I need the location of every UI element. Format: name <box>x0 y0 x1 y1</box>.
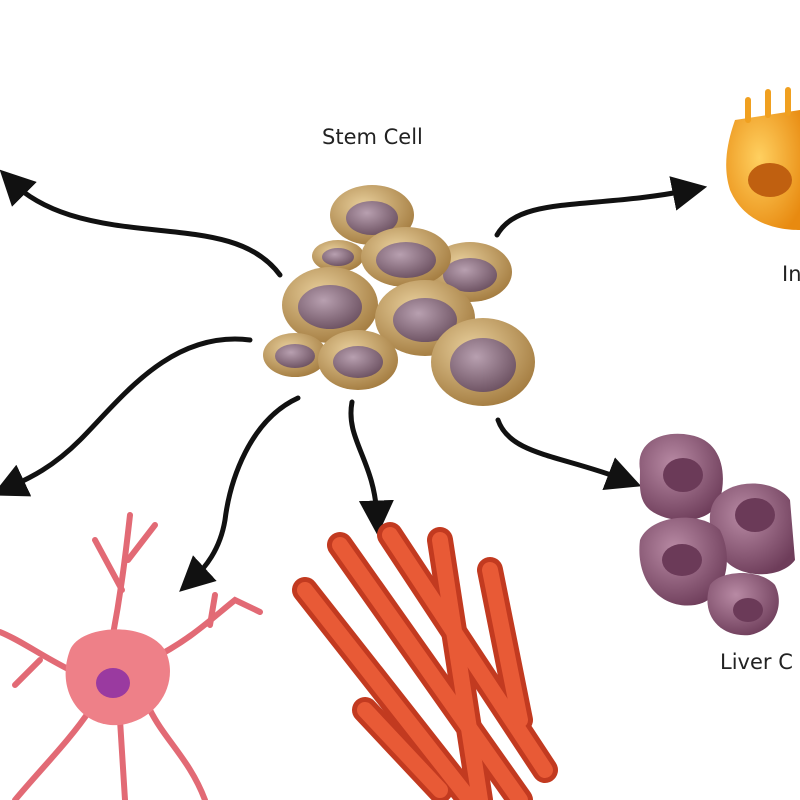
arrow-to-neuron <box>179 395 301 592</box>
liver-cells-illustration <box>639 433 795 636</box>
arrow-to-left <box>0 336 253 497</box>
stem-cell-label: Stem Cell <box>322 125 423 149</box>
intestinal-cell-illustration <box>726 87 800 230</box>
arrow-to-intestinal <box>494 176 708 238</box>
arrow-to-muscle <box>348 399 394 536</box>
arrows <box>0 169 708 592</box>
arrow-to-top-left <box>0 169 283 278</box>
neuron-illustration <box>0 512 263 800</box>
intestinal-cell-label: In <box>782 262 800 286</box>
arrow-to-liver <box>495 417 642 491</box>
stem-cell-cluster-illustration <box>263 185 535 406</box>
liver-cell-label: Liver C <box>720 650 793 674</box>
muscle-fibers-illustration <box>292 522 558 800</box>
